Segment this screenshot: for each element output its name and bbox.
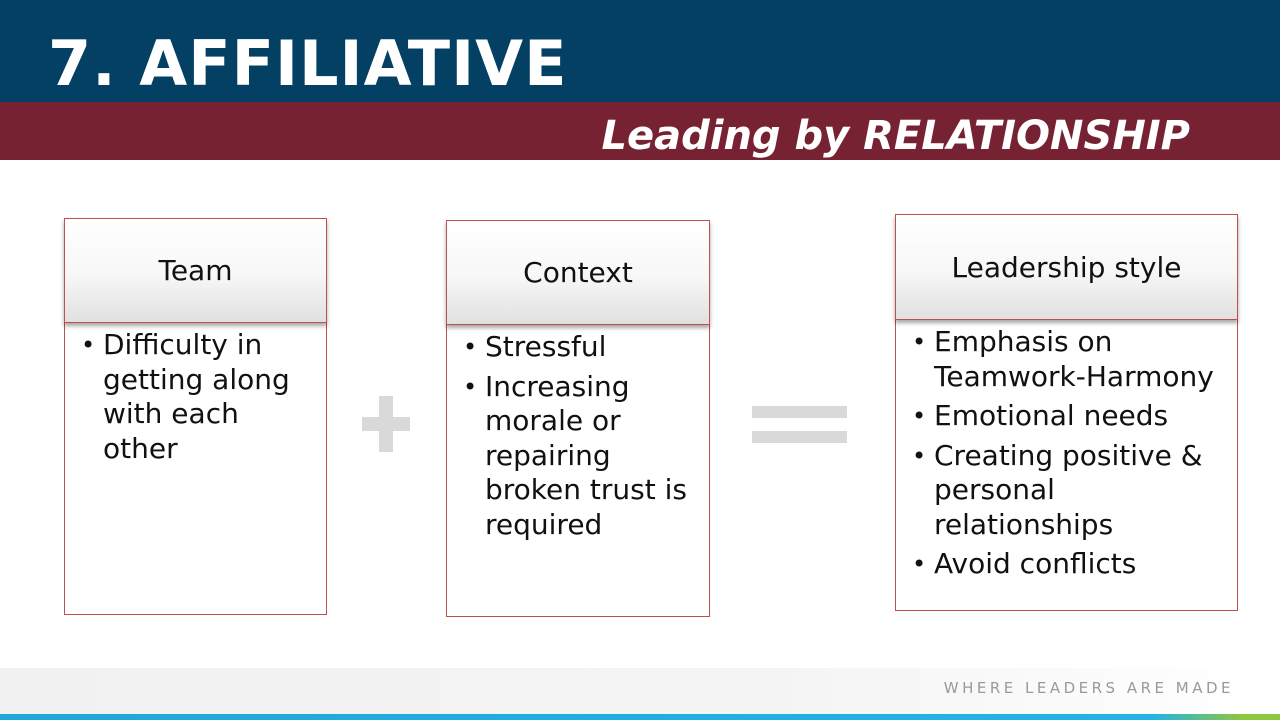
team-box: Team Difficulty in getting along with ea… xyxy=(64,218,327,615)
context-box-list: Stressful Increasing morale or repairing… xyxy=(463,330,701,547)
title-band xyxy=(0,0,1280,102)
footer-stripe xyxy=(0,714,1280,720)
list-item: Stressful xyxy=(463,330,701,365)
footer-band xyxy=(0,668,1280,714)
leadership-style-box: Leadership style Emphasis on Teamwork-Ha… xyxy=(895,214,1238,611)
plus-icon xyxy=(362,396,410,452)
team-box-list: Difficulty in getting along with each ot… xyxy=(81,328,316,471)
list-item: Increasing morale or repairing broken tr… xyxy=(463,370,701,543)
list-item: Avoid conflicts xyxy=(912,547,1233,582)
context-box-heading: Context xyxy=(446,220,710,325)
footer-tagline: WHERE LEADERS ARE MADE xyxy=(943,679,1234,697)
plus-icon-horizontal-bar xyxy=(362,417,410,431)
equals-icon-bottom-bar xyxy=(752,431,847,443)
equals-icon xyxy=(752,406,847,443)
team-box-heading: Team xyxy=(64,218,327,323)
leadership-style-box-list: Emphasis on Teamwork-Harmony Emotional n… xyxy=(912,325,1233,587)
equals-icon-top-bar xyxy=(752,406,847,418)
slide-title: 7. AFFILIATIVE xyxy=(48,27,568,100)
subtitle-band xyxy=(0,102,1280,160)
context-box: Context Stressful Increasing morale or r… xyxy=(446,220,710,617)
list-item: Difficulty in getting along with each ot… xyxy=(81,328,316,466)
leadership-style-box-heading: Leadership style xyxy=(895,214,1238,320)
list-item: Emphasis on Teamwork-Harmony xyxy=(912,325,1233,394)
slide-subtitle: Leading by RELATIONSHIP xyxy=(601,113,1191,159)
list-item: Creating positive & personal relationshi… xyxy=(912,439,1233,543)
list-item: Emotional needs xyxy=(912,399,1233,434)
